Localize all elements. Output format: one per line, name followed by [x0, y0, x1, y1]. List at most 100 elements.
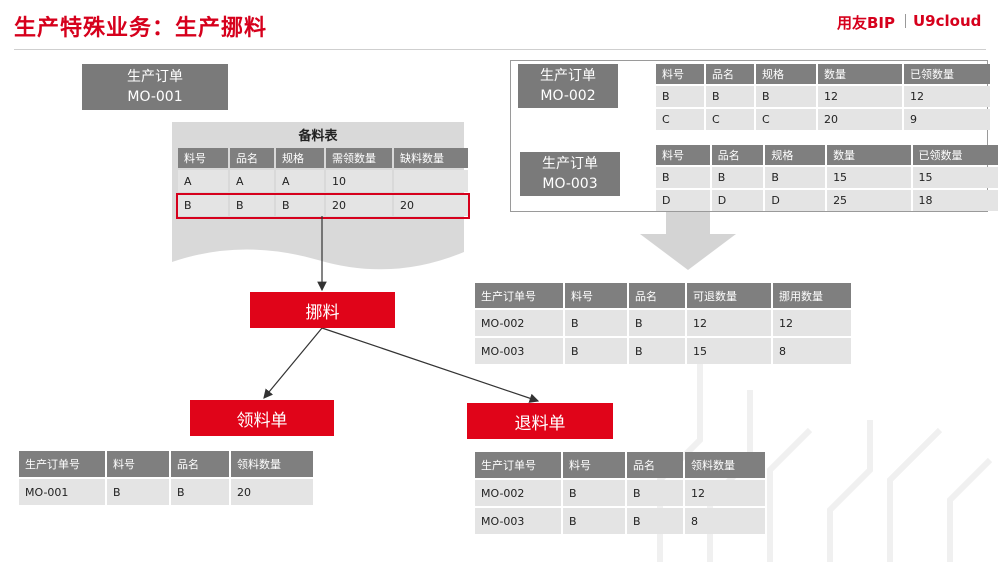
table-row: MO-001 B B 20 [19, 479, 313, 505]
table-cell: B [711, 167, 764, 188]
table-row: C C C 20 9 [656, 109, 990, 130]
brand-separator [905, 14, 906, 28]
page-title: 生产特殊业务：生产挪料 [14, 16, 268, 41]
issue-header-row: 生产订单号 料号 品名 领料数量 [19, 451, 313, 477]
mo002-header: 已领数量 [904, 64, 990, 84]
table-cell: B [178, 194, 228, 216]
bom-title: 备料表 [298, 129, 338, 144]
mo003-header: 料号 [656, 145, 710, 165]
bom-header: 规格 [276, 148, 324, 168]
bom-header: 品名 [230, 148, 274, 168]
mo003-header: 已领数量 [912, 145, 998, 165]
table-cell: 12 [685, 480, 765, 506]
mo003-header-row: 料号 品名 规格 数量 已领数量 [656, 145, 998, 165]
table-row: D D D 25 18 [656, 190, 998, 211]
table-cell: 20 [394, 194, 468, 216]
table-cell: C [656, 109, 704, 130]
table-cell: 9 [904, 109, 990, 130]
table-cell: A [276, 170, 324, 192]
table-cell: A [178, 170, 228, 192]
table-cell: B [765, 167, 826, 188]
table-cell: MO-003 [475, 508, 561, 534]
bom-header: 缺料数量 [394, 148, 468, 168]
table-cell: D [711, 190, 764, 211]
mo002-header: 规格 [756, 64, 816, 84]
table-cell: A [230, 170, 274, 192]
table-cell: 15 [827, 167, 911, 188]
table-cell: MO-002 [475, 480, 561, 506]
table-row: B B B 12 12 [656, 86, 990, 107]
mo002-label-line2: MO-002 [540, 88, 596, 104]
mo003-header: 品名 [711, 145, 764, 165]
table-cell: 18 [912, 190, 998, 211]
table-cell: MO-001 [19, 479, 105, 505]
mo001-label-line2: MO-001 [127, 89, 183, 105]
table-cell: 20 [326, 194, 392, 216]
bom-header-row: 料号 品名 规格 需领数量 缺料数量 [178, 148, 468, 168]
mo003-label-line1: 生产订单 [542, 156, 598, 172]
returnable-header: 生产订单号 [475, 283, 563, 308]
return-order-node: 退料单 [467, 403, 613, 439]
return-header-row: 生产订单号 料号 品名 领料数量 [475, 452, 765, 478]
return-header: 料号 [563, 452, 625, 478]
table-cell: 15 [912, 167, 998, 188]
returnable-header: 品名 [629, 283, 685, 308]
table-cell: MO-003 [475, 338, 563, 364]
issue-table: 生产订单号 料号 品名 领料数量 MO-001 B B 20 [17, 449, 315, 507]
return-header: 品名 [627, 452, 683, 478]
table-cell: B [171, 479, 229, 505]
table-cell: 15 [687, 338, 771, 364]
table-cell: B [565, 310, 627, 336]
returnable-header: 料号 [565, 283, 627, 308]
table-cell: B [656, 86, 704, 107]
mo003-header: 规格 [765, 145, 826, 165]
table-row: A A A 10 [178, 170, 468, 192]
table-row: MO-002 B B 12 12 [475, 310, 851, 336]
table-cell: B [629, 310, 685, 336]
table-cell: B [627, 480, 683, 506]
table-cell: 12 [818, 86, 902, 107]
mo002-header: 料号 [656, 64, 704, 84]
table-cell: B [706, 86, 754, 107]
returnable-header: 挪用数量 [773, 283, 851, 308]
table-cell: B [756, 86, 816, 107]
table-cell: 25 [827, 190, 911, 211]
table-cell: D [765, 190, 826, 211]
mo002-header: 数量 [818, 64, 902, 84]
table-cell: B [656, 167, 710, 188]
mo003-label: 生产订单 MO-003 [520, 152, 620, 196]
table-cell: B [563, 508, 625, 534]
table-row: MO-002 B B 12 [475, 480, 765, 506]
return-table: 生产订单号 料号 品名 领料数量 MO-002 B B 12 MO-003 B … [473, 450, 767, 536]
issue-order-node: 领料单 [190, 400, 334, 436]
table-cell: C [756, 109, 816, 130]
table-cell: 12 [904, 86, 990, 107]
brand-logo-bip: 用友BIP [837, 14, 896, 32]
table-cell: B [563, 480, 625, 506]
table-cell: 8 [773, 338, 851, 364]
table-cell: 20 [231, 479, 313, 505]
table-cell: B [107, 479, 169, 505]
return-header: 生产订单号 [475, 452, 561, 478]
title-divider [14, 49, 986, 50]
table-cell: 10 [326, 170, 392, 192]
table-cell: 12 [773, 310, 851, 336]
table-cell: MO-002 [475, 310, 563, 336]
table-row: MO-003 B B 15 8 [475, 338, 851, 364]
returnable-header: 可退数量 [687, 283, 771, 308]
issue-header: 料号 [107, 451, 169, 477]
table-row: MO-003 B B 8 [475, 508, 765, 534]
move-material-node: 挪料 [250, 292, 395, 328]
bom-header: 需领数量 [326, 148, 392, 168]
mo003-label-line2: MO-003 [542, 176, 598, 192]
returnable-header-row: 生产订单号 料号 品名 可退数量 挪用数量 [475, 283, 851, 308]
table-row: B B B 20 20 [178, 194, 468, 216]
returnable-table: 生产订单号 料号 品名 可退数量 挪用数量 MO-002 B B 12 12 M… [473, 281, 853, 366]
table-cell: 8 [685, 508, 765, 534]
issue-header: 领料数量 [231, 451, 313, 477]
table-cell: B [230, 194, 274, 216]
connector-move-to-return [321, 327, 540, 403]
table-cell [394, 170, 468, 192]
table-cell: B [629, 338, 685, 364]
